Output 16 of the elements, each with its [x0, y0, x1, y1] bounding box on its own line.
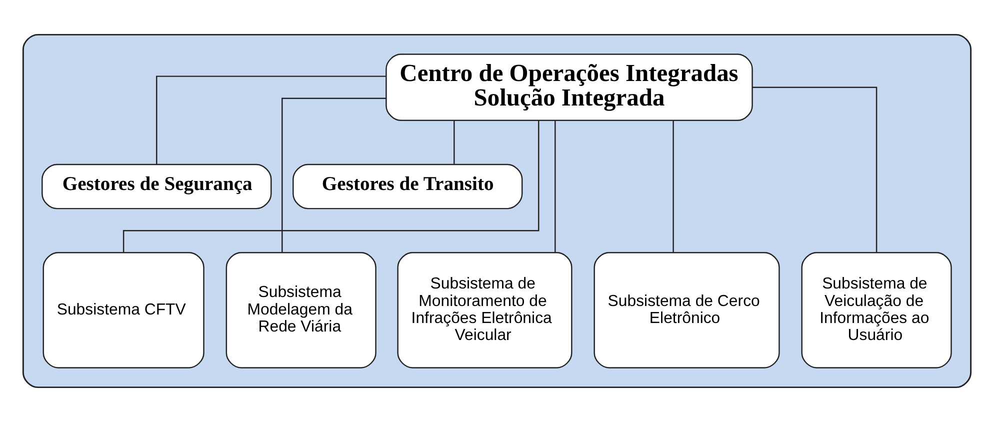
node-box: Subsistema de Monitoramento de Infrações Eletrônica Veicular: [397, 252, 572, 368]
node-box: Centro de Operações Integradas Solução Integrada: [386, 54, 753, 121]
connector: [122, 120, 540, 252]
connector: [156, 76, 386, 164]
cluster: [22, 34, 972, 388]
node-box: Subsistema de Veiculação de Informações ao Usuário: [801, 252, 952, 368]
connector: [672, 120, 674, 252]
node-box: Gestores de Segurança: [42, 164, 272, 210]
node-box: Gestores de Transito: [292, 164, 523, 210]
connector: [554, 120, 556, 252]
connector: [752, 86, 878, 252]
node-box: Subsistema de Cerco Eletrônico: [594, 252, 780, 368]
node-box: Subsistema Modelagem da Rede Viária: [226, 252, 376, 368]
node-box: Subsistema CFTV: [42, 252, 204, 368]
connector: [282, 98, 386, 252]
connector: [454, 120, 455, 164]
